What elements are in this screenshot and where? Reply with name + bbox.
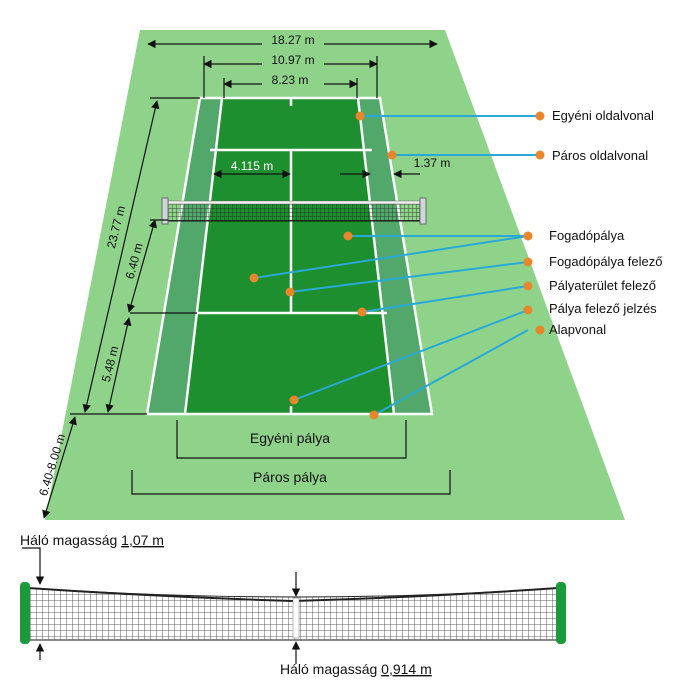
- net-side-view: [20, 582, 566, 644]
- label-service-box-half: Fogadópálya felező: [549, 254, 662, 269]
- total-width-label: 18.27 m: [271, 33, 314, 47]
- net-height-indicators: [22, 547, 301, 664]
- court-net: [161, 197, 427, 225]
- court-width-brackets: [131, 420, 451, 495]
- callout-lines: [253, 115, 540, 416]
- label-court-half-line: Pályaterület felező: [549, 278, 656, 293]
- label-center-mark: Pálya felező jelzés: [549, 301, 657, 316]
- length-dimensions: [42, 97, 200, 519]
- net-center-height-label: Háló magasság 0,914 m: [280, 661, 432, 677]
- net-post-height-label: Háló magasság 1,07 m: [20, 532, 164, 548]
- alley-width-label: 1.37 m: [414, 156, 451, 170]
- singles-width-label: 8.23 m: [272, 73, 309, 87]
- label-doubles-sideline: Páros oldalvonal: [552, 148, 648, 163]
- label-singles-sideline: Egyéni oldalvonal: [552, 108, 654, 123]
- doubles-width-label: 10.97 m: [271, 53, 314, 67]
- label-baseline: Alapvonal: [549, 322, 606, 337]
- service-half-width-label: 4.115 m: [231, 159, 273, 173]
- doubles-court-label: Páros pálya: [253, 469, 327, 485]
- court-lines: [145, 96, 434, 416]
- callout-dots: [249, 111, 545, 420]
- left-doubles-alley: [147, 98, 222, 414]
- label-service-box: Fogadópálya: [549, 228, 625, 243]
- singles-court-label: Egyéni pálya: [250, 430, 330, 446]
